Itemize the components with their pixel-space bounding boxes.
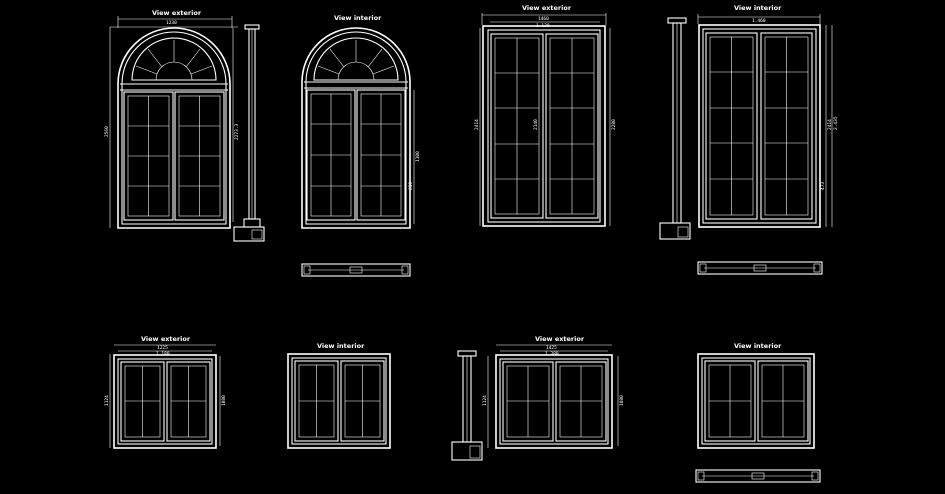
dim-top-5: 1225 (157, 345, 168, 351)
dim-right-4: 2414 (827, 119, 833, 130)
dim-top-1: 1230 (166, 20, 177, 26)
dim-right-5: 1080 (221, 395, 227, 406)
view-title-2: View interior (334, 14, 382, 22)
dim-top-4: 1.460 (752, 18, 766, 24)
view-title-4: View interior (734, 4, 782, 12)
window-view-1: View exterior 1230 2560 2273.3 (104, 9, 265, 242)
dim-left-3: 2414 (474, 119, 480, 130)
window-view-4: View interior 1.460 2414 2.435 473 (659, 4, 839, 275)
dim-right-1: 2273.3 (234, 123, 240, 140)
dim-right-b-4: 2.435 (833, 116, 839, 130)
dim-right-2: 1100 (415, 151, 421, 162)
dim-left-7: 1124 (482, 395, 488, 406)
view-title-6: View interior (317, 342, 365, 350)
view-title-1: View exterior (152, 9, 202, 17)
window-view-7: View exterior 1425 1.380 1124 1080 (451, 335, 625, 461)
dim-top-3: 1460 (538, 16, 549, 22)
dim-mid-3: 2140 (533, 119, 539, 130)
window-view-2: View interior 1100 650 (301, 14, 421, 277)
dim-right-3: 2280 (611, 119, 617, 130)
view-title-5: View exterior (141, 335, 191, 343)
view-title-8: View interior (734, 342, 782, 350)
window-view-6: View interior (287, 342, 391, 449)
view-title-3: View exterior (522, 4, 572, 12)
window-view-8: View interior (695, 342, 821, 483)
window-view-5: View exterior 1225 1.180 1124 1080 (104, 335, 227, 449)
dim-right-small-4: 473 (820, 182, 826, 190)
dim-left-1: 2560 (104, 126, 110, 137)
view-title-7: View exterior (535, 335, 585, 343)
dim-top-7: 1425 (546, 345, 557, 351)
dim-right-7: 1080 (619, 395, 625, 406)
dim-right-small-2: 650 (408, 182, 414, 190)
dim-top-inner-5: 1.180 (156, 351, 170, 357)
dim-top-inner-7: 1.380 (545, 351, 559, 357)
dim-left-5: 1124 (104, 395, 110, 406)
window-view-3: View exterior 1460 1.120 2414 2140 2280 (474, 4, 617, 227)
